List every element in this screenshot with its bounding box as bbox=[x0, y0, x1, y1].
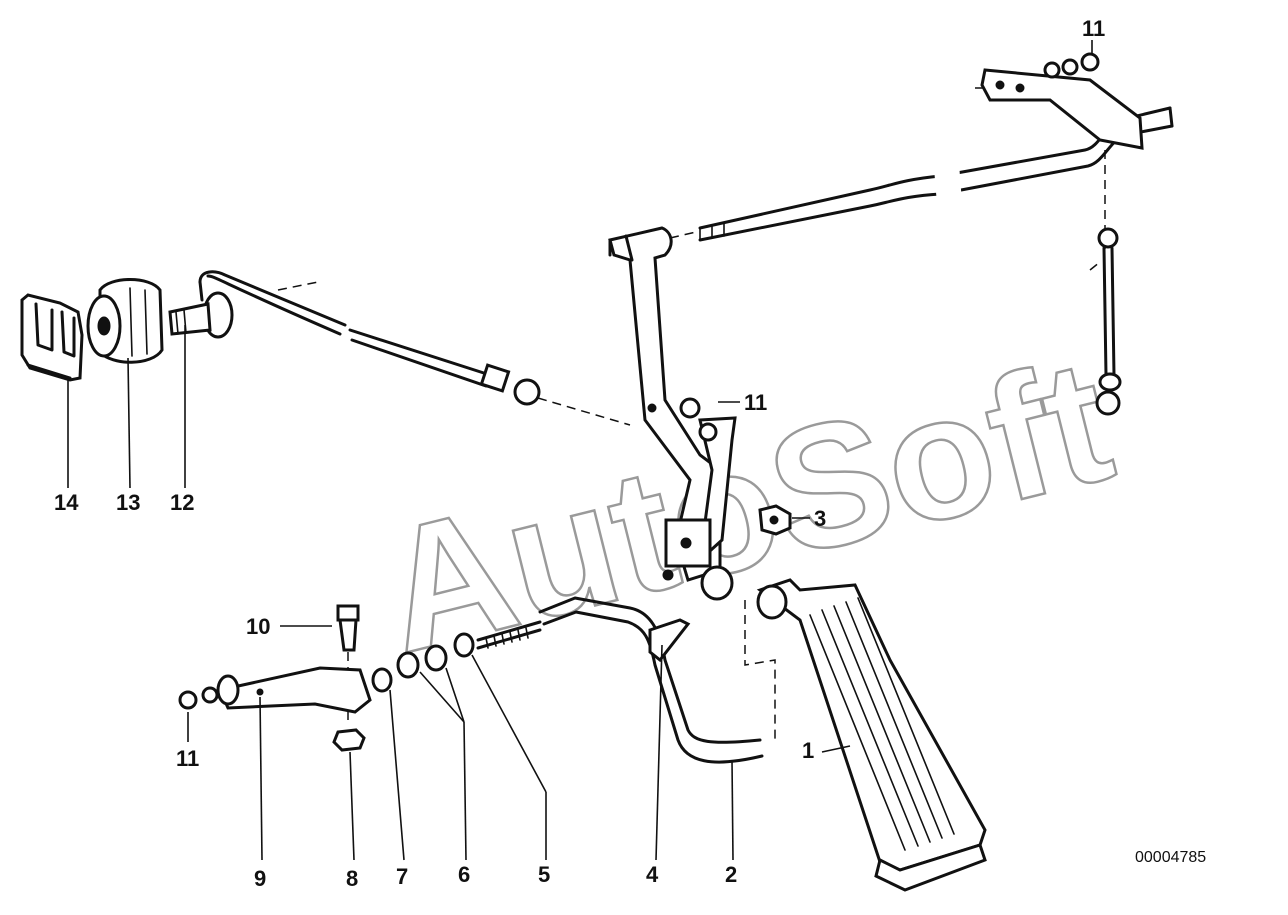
upper-bracket bbox=[975, 52, 1144, 150]
callout-12: 12 bbox=[170, 490, 194, 515]
callout-5: 5 bbox=[538, 862, 550, 887]
catalog-number: 00004785 bbox=[1135, 849, 1206, 866]
watermark-text: AutoSoft bbox=[364, 323, 1128, 691]
callout-3: 3 bbox=[814, 506, 826, 531]
callout-1: 1 bbox=[802, 738, 814, 763]
callout-11-top: 11 bbox=[1082, 16, 1105, 41]
callout-8: 8 bbox=[346, 866, 358, 891]
callout-13: 13 bbox=[116, 490, 140, 515]
part-13-grommet bbox=[86, 278, 164, 364]
callout-9: 9 bbox=[254, 866, 266, 891]
callout-11-left: 11 bbox=[176, 746, 199, 771]
part-1-pedal bbox=[756, 578, 987, 892]
part-12-cable-end bbox=[168, 291, 234, 339]
callout-10: 10 bbox=[246, 614, 270, 639]
part-3-nut bbox=[758, 504, 792, 536]
accelerator-cable bbox=[198, 270, 631, 426]
lower-linkage bbox=[178, 596, 776, 764]
callout-2: 2 bbox=[725, 862, 737, 887]
callout-6: 6 bbox=[458, 862, 470, 887]
callout-11-lever: 11 bbox=[744, 390, 767, 415]
callout-14: 14 bbox=[54, 490, 79, 515]
callout-7: 7 bbox=[396, 864, 408, 889]
part-14-clip bbox=[20, 293, 84, 382]
pull-rod bbox=[1089, 150, 1122, 416]
callout-4: 4 bbox=[646, 862, 659, 887]
callouts: 11 11 3 10 11 9 8 7 6 5 4 2 1 12 13 14 bbox=[54, 16, 1105, 891]
vertical-lever bbox=[608, 226, 737, 601]
leader-lines bbox=[67, 40, 1093, 861]
